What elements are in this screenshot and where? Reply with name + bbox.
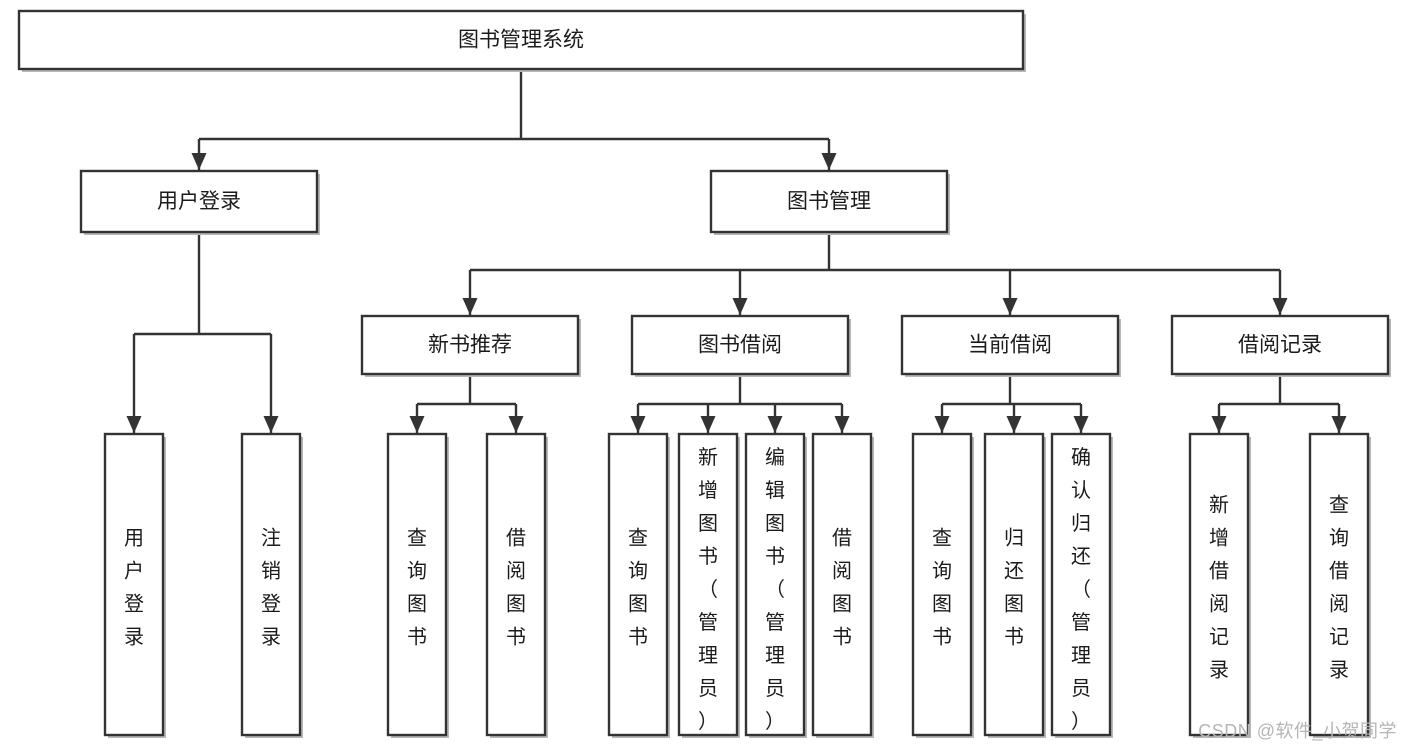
edge-root-to-level2-arrow-icon (191, 153, 207, 170)
node-book-manage-group[interactable]: 图书管理 (709, 169, 950, 235)
edge-user-login-group-to-leaves-arrow-icon (126, 416, 142, 433)
node-box (1170, 314, 1390, 376)
node-label: 编辑图书（管理员） (765, 446, 785, 733)
node-box (744, 432, 806, 737)
node-book-borrow[interactable]: 图书借阅 (630, 314, 851, 377)
node-leaf-logout[interactable]: 注销登录 (240, 432, 303, 738)
node-new-book-recommend[interactable]: 新书推荐 (360, 314, 581, 377)
node-leaf-query-book-1[interactable]: 查询图书 (386, 432, 449, 738)
node-box (607, 432, 669, 737)
node-label: 新增借阅记录 (1209, 494, 1229, 682)
node-box (17, 9, 1025, 71)
node-root-root[interactable]: 图书管理系统 (17, 9, 1026, 72)
node-leaf-query-borrow-record[interactable]: 查询借阅记录 (1308, 432, 1371, 738)
node-box (983, 432, 1045, 737)
node-label: 借阅图书 (832, 527, 852, 649)
node-box (1308, 432, 1370, 737)
node-label: 归还图书 (1004, 527, 1024, 649)
edge-current-borrow-to-leaves-arrow-icon (934, 416, 950, 433)
edge-book-borrow-to-leaves-arrow-icon (630, 416, 646, 433)
node-box (630, 314, 850, 376)
node-box (360, 314, 580, 376)
node-box (485, 432, 547, 737)
edge-bookmanage-to-level3-arrow-icon (462, 298, 478, 315)
edges-layer (126, 69, 1347, 433)
edge-bookmanage-to-level3-arrow-icon (732, 298, 748, 315)
node-leaf-query-book-2[interactable]: 查询图书 (607, 432, 670, 738)
node-leaf-add-book-admin[interactable]: 新增图书（管理员） (677, 432, 740, 738)
node-leaf-add-borrow-record[interactable]: 新增借阅记录 (1188, 432, 1251, 738)
edge-borrow-record-to-leaves-arrow-icon (1211, 416, 1227, 433)
node-label: 确认归还（管理员） (1071, 446, 1091, 733)
node-label: 借阅记录 (1238, 334, 1322, 357)
node-label: 查询图书 (628, 527, 648, 649)
edge-book-borrow-to-leaves-arrow-icon (767, 416, 783, 433)
node-label: 用户登录 (157, 190, 241, 213)
edge-bookmanage-to-level3-arrow-icon (1272, 298, 1288, 315)
node-box (386, 432, 448, 737)
node-box (240, 432, 302, 737)
csdn-watermark: CSDN @软件_小贺同学 (1198, 721, 1397, 741)
node-label: 用户登录 (124, 528, 144, 649)
node-label: 借阅图书 (506, 527, 526, 649)
node-leaf-user-login[interactable]: 用户登录 (103, 432, 166, 738)
node-leaf-confirm-return-admin[interactable]: 确认归还（管理员） (1050, 432, 1113, 738)
node-box (677, 432, 739, 737)
edge-new-book-recommend-to-leaves-arrow-icon (409, 416, 425, 433)
edge-book-borrow-to-leaves-arrow-icon (834, 416, 850, 433)
node-label: 查询图书 (932, 527, 952, 649)
edge-book-borrow-to-leaves-arrow-icon (700, 416, 716, 433)
node-current-borrow[interactable]: 当前借阅 (900, 314, 1121, 377)
edge-bookmanage-to-level3-arrow-icon (1002, 298, 1018, 315)
node-label: 新书推荐 (428, 334, 512, 357)
edge-new-book-recommend-to-leaves-arrow-icon (508, 416, 524, 433)
edge-borrow-record-to-leaves-arrow-icon (1331, 416, 1347, 433)
edge-current-borrow-to-leaves-arrow-icon (1006, 416, 1022, 433)
node-box (911, 432, 973, 737)
edge-root-to-level2-arrow-icon (821, 153, 837, 170)
node-user-login-group[interactable]: 用户登录 (79, 169, 320, 235)
nodes-layer: 图书管理系统用户登录图书管理新书推荐图书借阅当前借阅借阅记录用户登录注销登录查询… (17, 9, 1391, 738)
node-label: 图书管理系统 (458, 29, 584, 52)
edge-user-login-group-to-leaves-arrow-icon (263, 416, 279, 433)
edge-current-borrow-to-leaves-arrow-icon (1073, 416, 1089, 433)
node-leaf-return-book[interactable]: 归还图书 (983, 432, 1046, 738)
node-leaf-query-book-3[interactable]: 查询图书 (911, 432, 974, 738)
node-box (900, 314, 1120, 376)
node-label: 当前借阅 (968, 334, 1052, 357)
node-label: 注销登录 (261, 527, 281, 649)
node-leaf-borrow-book-2[interactable]: 借阅图书 (811, 432, 874, 738)
node-box (811, 432, 873, 737)
node-box (79, 169, 319, 234)
node-leaf-edit-book-admin[interactable]: 编辑图书（管理员） (744, 432, 807, 738)
node-borrow-record[interactable]: 借阅记录 (1170, 314, 1391, 377)
node-box (103, 432, 165, 737)
node-label: 查询图书 (407, 527, 427, 649)
node-leaf-borrow-book-1[interactable]: 借阅图书 (485, 432, 548, 738)
node-label: 图书管理 (787, 190, 871, 213)
node-box (709, 169, 949, 234)
node-label: 图书借阅 (698, 334, 782, 357)
node-label: 新增图书（管理员） (698, 446, 718, 733)
node-box (1050, 432, 1112, 737)
node-label: 查询借阅记录 (1329, 494, 1349, 682)
node-box (1188, 432, 1250, 737)
